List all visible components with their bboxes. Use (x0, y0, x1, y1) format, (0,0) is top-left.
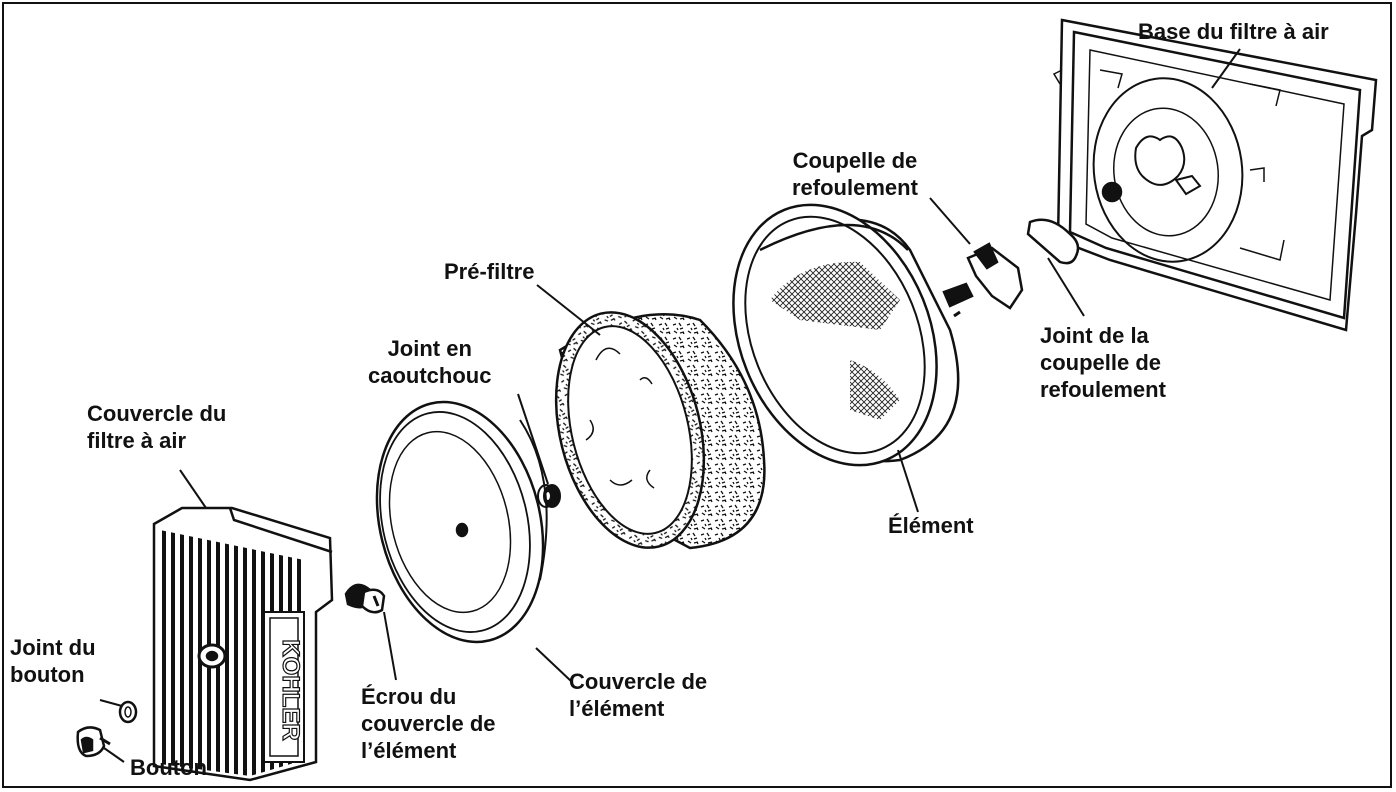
label-element-cover-nut-line2: couvercle de (361, 711, 496, 736)
label-breather-cover: Coupelle de refoulement (792, 147, 918, 201)
label-element-cover-nut-line3: l’élément (361, 738, 457, 763)
pre-cleaner (554, 311, 766, 550)
label-element-cover-nut: Écrou du couvercle de l’élément (361, 683, 496, 764)
air-cleaner-element (732, 203, 960, 467)
label-air-cleaner-base: Base du filtre à air (1138, 18, 1329, 45)
label-rubber-seal: Joint en caoutchouc (368, 335, 491, 389)
label-element-line1: Élément (888, 513, 974, 538)
element-cover-nut (344, 583, 386, 614)
label-breather-cover-line1: Coupelle de (792, 148, 918, 173)
knob (76, 726, 111, 758)
label-air-cleaner-cover-line2: filtre à air (87, 428, 187, 453)
label-air-cleaner-cover: Couvercle du filtre à air (87, 400, 226, 454)
knob-seal (118, 700, 138, 724)
label-element-cover-nut-line1: Écrou du (361, 684, 457, 709)
cover-logo: KOHLER (277, 639, 304, 740)
label-air-cleaner-cover-line1: Couvercle du (87, 401, 227, 426)
breather-cover-gasket (1026, 218, 1080, 265)
label-knob: Bouton (130, 754, 207, 781)
breather-cover (942, 242, 1024, 318)
rubber-seal (537, 484, 561, 508)
label-knob-seal-line2: bouton (10, 662, 85, 687)
label-breather-cover-line2: refoulement (792, 175, 918, 200)
label-rubber-seal-line2: caoutchouc (368, 363, 492, 388)
label-breather-cover-gasket-line2: coupelle de (1040, 350, 1162, 375)
label-knob-seal: Joint du bouton (10, 634, 96, 688)
label-knob-line1: Bouton (130, 755, 207, 780)
label-pre-cleaner-line1: Pré-filtre (444, 259, 535, 284)
label-air-cleaner-base-line1: Base du filtre à air (1138, 19, 1329, 44)
label-breather-cover-gasket: Joint de la coupelle de refoulement (1040, 322, 1166, 403)
label-breather-cover-gasket-line1: Joint de la (1040, 323, 1149, 348)
air-cleaner-base (1052, 18, 1378, 332)
leader-lines (99, 48, 1241, 763)
label-breather-cover-gasket-line3: refoulement (1040, 377, 1166, 402)
label-pre-cleaner: Pré-filtre (444, 258, 534, 285)
label-knob-seal-line1: Joint du (10, 635, 96, 660)
element-cover (375, 400, 548, 644)
label-element: Élément (888, 512, 974, 539)
label-element-cover-line2: l’élément (569, 696, 665, 721)
label-element-cover: Couvercle de l’élément (569, 668, 707, 722)
label-element-cover-line1: Couvercle de (569, 669, 708, 694)
label-rubber-seal-line1: Joint en (387, 336, 472, 361)
air-cleaner-cover (152, 506, 334, 782)
